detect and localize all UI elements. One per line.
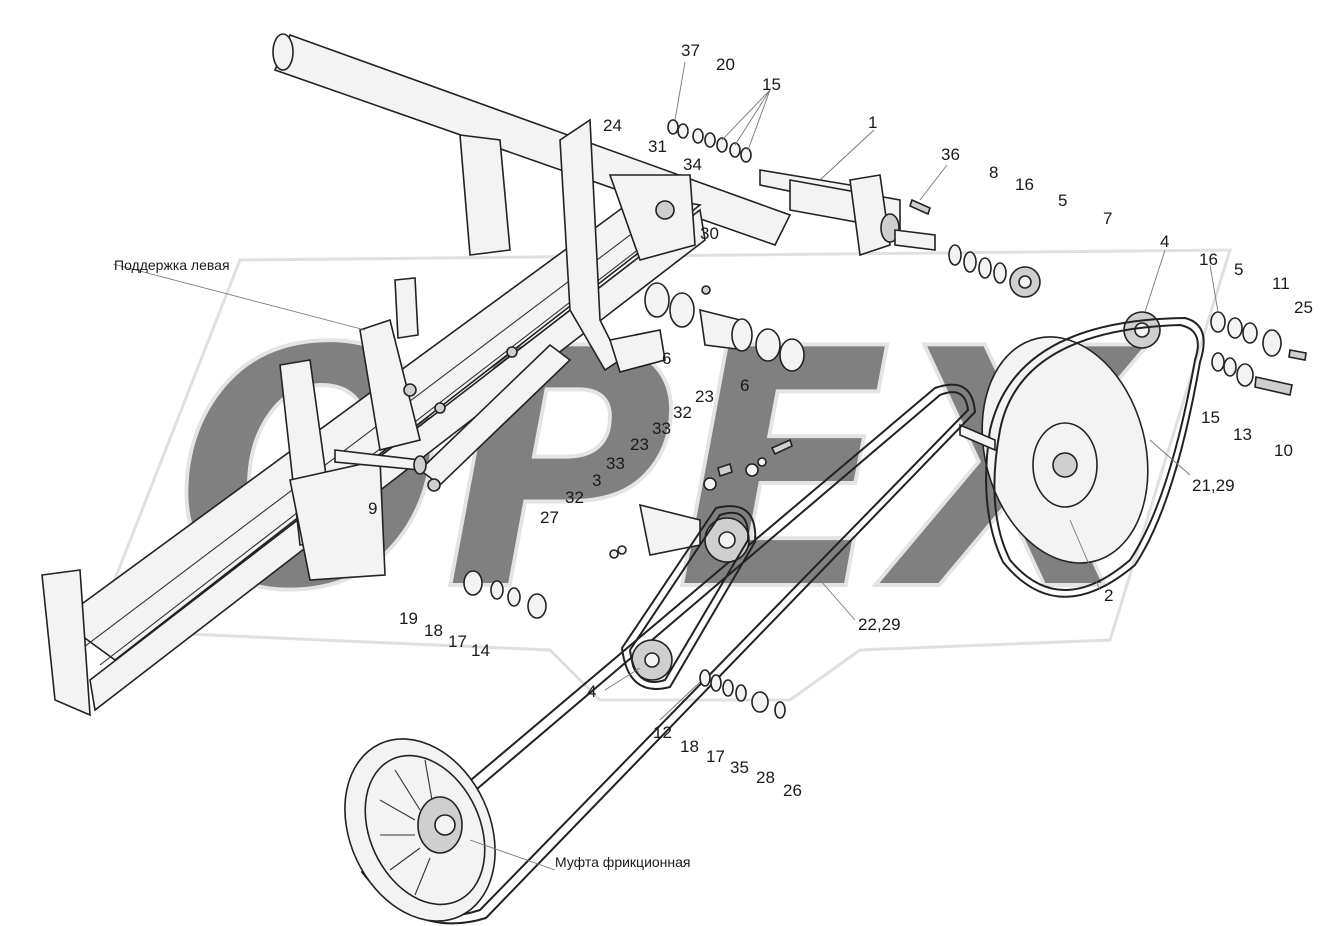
callout-30: 30	[700, 224, 719, 243]
callout-16: 16	[1015, 175, 1034, 194]
callout-6: 6	[662, 349, 671, 368]
callout-27: 27	[540, 508, 559, 527]
callout-8: 8	[989, 163, 998, 182]
callout-33: 33	[606, 454, 625, 473]
callout-35: 35	[730, 758, 749, 777]
washer-stack-lower-middle	[699, 669, 786, 719]
callout-17: 17	[448, 632, 467, 651]
lower-rail	[418, 343, 572, 492]
callout-33: 33	[652, 419, 671, 438]
callout-18: 18	[424, 621, 443, 640]
right-drive	[959, 311, 1205, 598]
callout-7: 7	[1103, 209, 1112, 228]
callout-3: 3	[592, 471, 601, 490]
callout-20: 20	[716, 55, 735, 74]
callout-5: 5	[1058, 191, 1067, 210]
callout-32: 32	[565, 488, 584, 507]
hub-assembly	[644, 282, 805, 372]
callout-32: 32	[673, 403, 692, 422]
callout-36: 36	[941, 145, 960, 164]
washer-stack-far-right	[1210, 311, 1307, 396]
callout-26: 26	[783, 781, 802, 800]
callout-28: 28	[756, 768, 775, 787]
callout-2: 2	[1104, 586, 1113, 605]
callout-15: 15	[1201, 408, 1220, 427]
callout-34: 34	[683, 155, 702, 174]
support-left-bracket	[279, 277, 446, 581]
callout-12: 12	[653, 723, 672, 742]
callout-11: 11	[1272, 274, 1290, 293]
callout-24: 24	[603, 116, 622, 135]
washer-stack-right	[909, 198, 1041, 298]
callout-25: 25	[1294, 298, 1313, 317]
leader-lines	[112, 61, 1219, 871]
callout-19: 19	[399, 609, 418, 628]
callout-4: 4	[587, 682, 596, 701]
washer-stack-lower-left	[463, 570, 547, 619]
callouts: 37 20 15 24 31 34 1 36 8 16 5 7 30 4 16 …	[368, 41, 1313, 800]
bolts-middle	[609, 438, 793, 559]
label-support-left: Поддержка левая	[114, 257, 230, 273]
callout-23: 23	[695, 387, 714, 406]
callout-14: 14	[471, 641, 490, 660]
callout-21-29: 21,29	[1192, 476, 1235, 495]
upper-bracket	[459, 118, 696, 373]
callout-23: 23	[630, 435, 649, 454]
callout-5: 5	[1234, 260, 1243, 279]
label-friction-clutch: Муфта фрикционная	[555, 854, 691, 870]
callout-22-29: 22,29	[858, 615, 901, 634]
callout-16: 16	[1199, 250, 1218, 269]
callout-18: 18	[680, 737, 699, 756]
shaft-1	[759, 169, 936, 257]
friction-clutch-pulley	[344, 738, 496, 922]
callout-17: 17	[706, 747, 725, 766]
middle-drive	[620, 503, 757, 690]
callout-6: 6	[740, 376, 749, 395]
callout-15: 15	[762, 75, 781, 94]
callout-4: 4	[1160, 232, 1169, 251]
callout-31: 31	[648, 137, 667, 156]
callout-9: 9	[368, 499, 377, 518]
callout-13: 13	[1233, 425, 1252, 444]
callout-1: 1	[868, 113, 877, 132]
pin-9	[334, 449, 427, 475]
washer-stack-top	[667, 119, 752, 163]
callout-10: 10	[1274, 441, 1293, 460]
callout-37: 37	[681, 41, 700, 60]
